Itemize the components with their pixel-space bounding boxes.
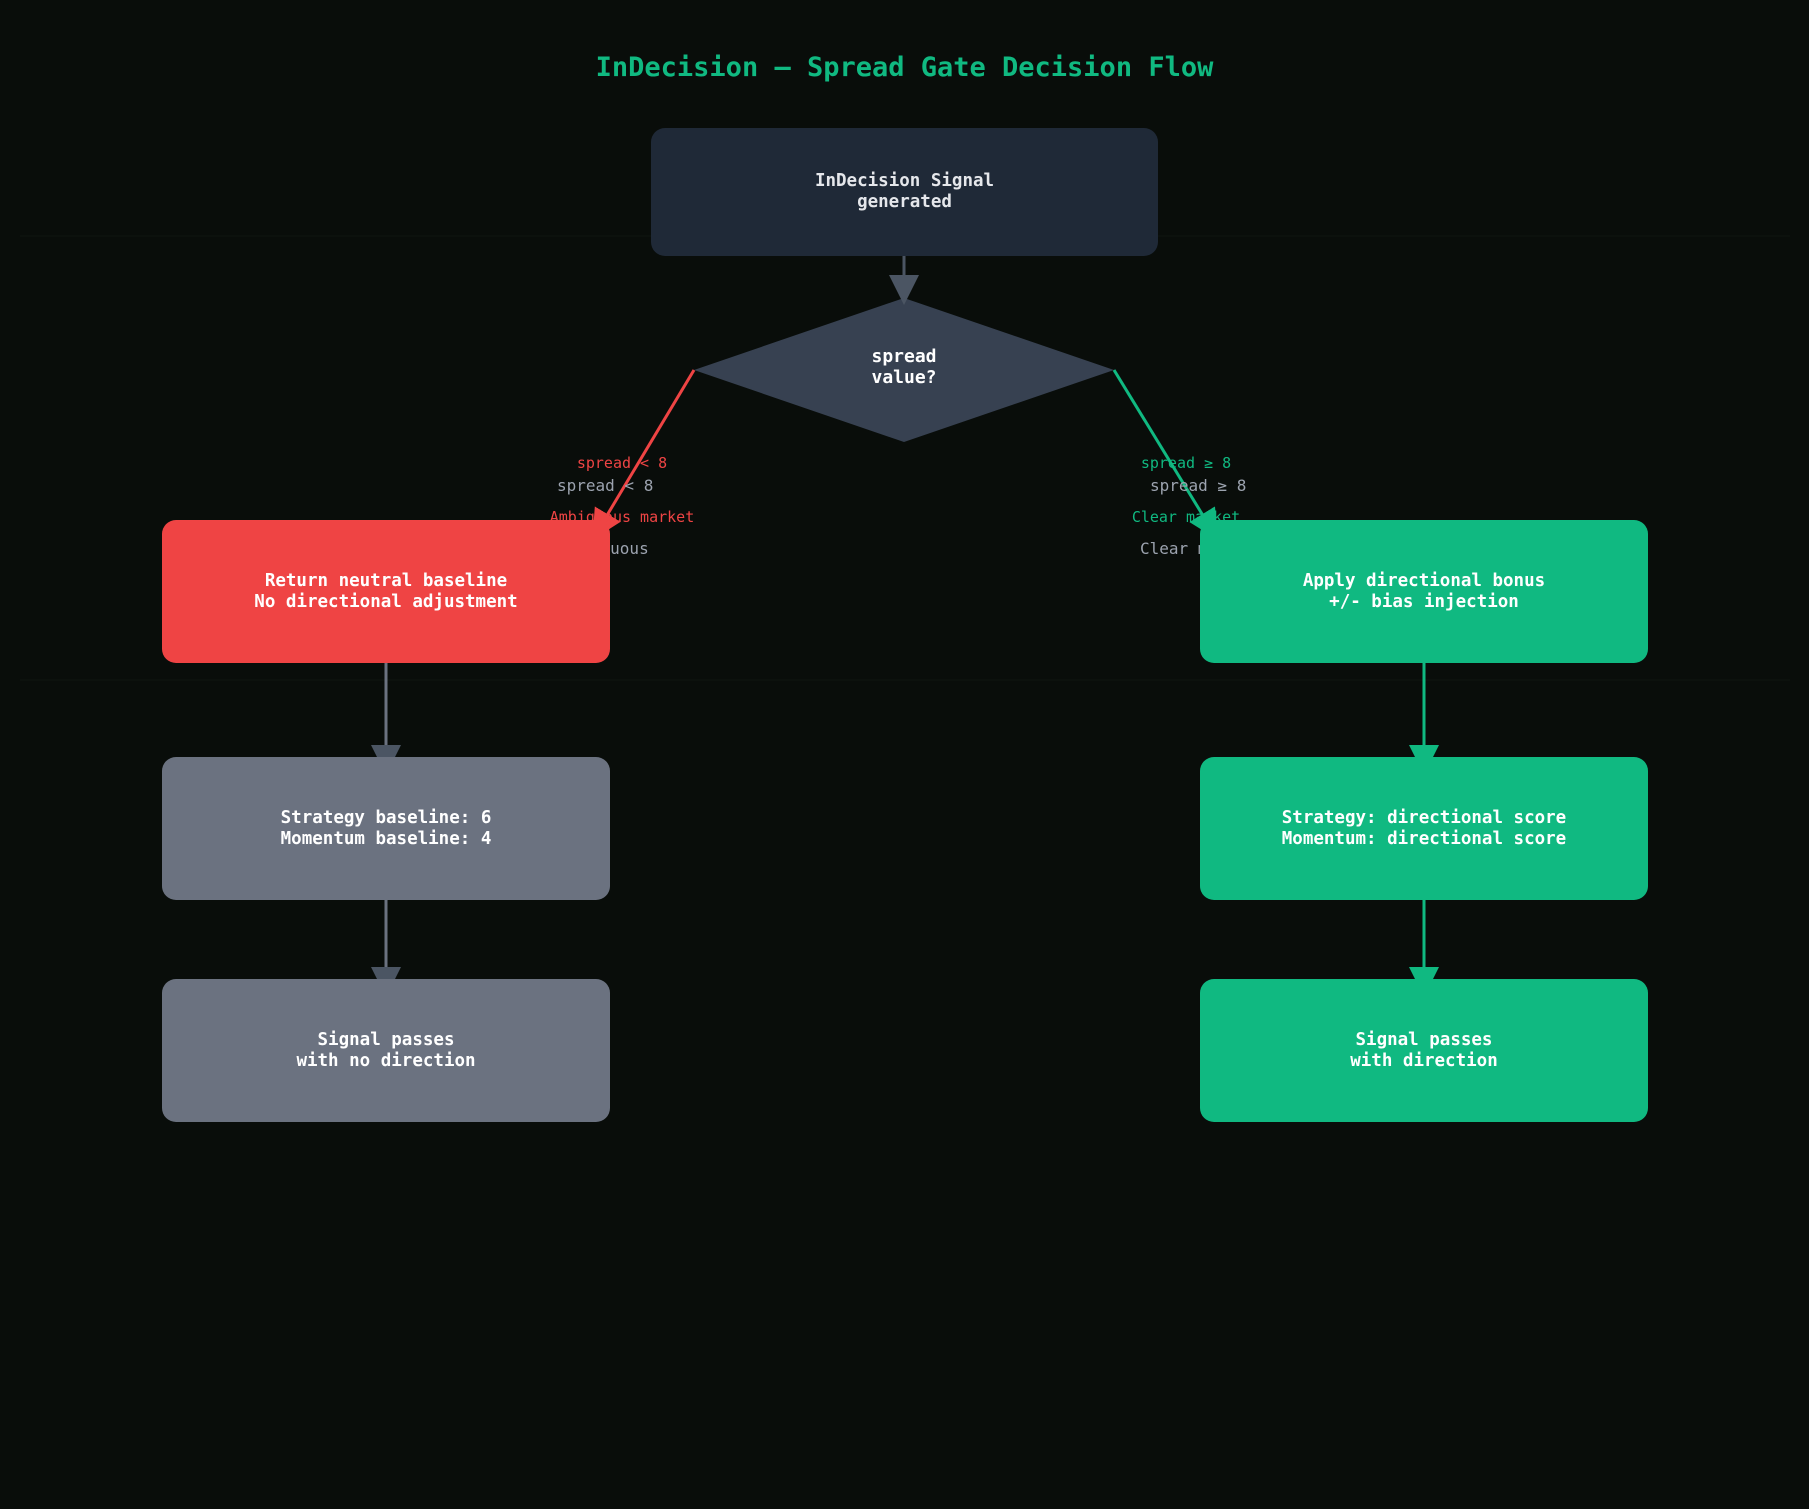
- node-directional-bonus: Apply directional bonus +/- bias injecti…: [1200, 520, 1648, 663]
- node-line: +/- bias injection: [1329, 591, 1519, 612]
- edge-decision-to-right: [1112, 369, 1218, 540]
- node-line: Apply directional bonus: [1302, 570, 1546, 591]
- decision-label-line: value?: [871, 367, 937, 388]
- node-no-direction-result: Signal passes with no direction: [162, 979, 610, 1122]
- node-line: with no direction: [296, 1050, 476, 1071]
- node-line: Signal passes: [317, 1029, 455, 1050]
- decision-label: spread value?: [804, 346, 1004, 388]
- edge-label-line: spread < 8: [557, 476, 654, 495]
- node-start: InDecision Signal generated: [651, 128, 1158, 256]
- node-line: Strategy baseline: 6: [280, 807, 492, 828]
- node-line: Signal passes: [1355, 1029, 1493, 1050]
- node-direction-result: Signal passes with direction: [1200, 979, 1648, 1122]
- edge-decision-to-left: [592, 369, 696, 540]
- edge-label-left: spread < 8 Ambiguous market: [522, 418, 722, 562]
- node-line: No directional adjustment: [254, 591, 518, 612]
- edge-label-line: spread ≥ 8: [1140, 454, 1232, 472]
- node-start-line: generated: [857, 192, 952, 212]
- node-neutral-baseline: Return neutral baseline No directional a…: [162, 520, 610, 663]
- decision-label-line: spread: [871, 346, 937, 367]
- edge-label-line: spread ≥ 8: [1150, 476, 1247, 495]
- node-line: Strategy: directional score: [1281, 807, 1567, 828]
- page-title: InDecision — Spread Gate Decision Flow: [595, 52, 1214, 83]
- node-start-line: InDecision Signal: [814, 171, 995, 191]
- node-line: with direction: [1350, 1050, 1498, 1071]
- node-line: Momentum baseline: 4: [280, 828, 492, 849]
- edge-label-line: spread < 8: [576, 454, 668, 472]
- node-baseline-scores: Strategy baseline: 6 Momentum baseline: …: [162, 757, 610, 900]
- node-line: Return neutral baseline: [264, 570, 508, 591]
- node-line: Momentum: directional score: [1281, 828, 1567, 849]
- decision-diamond: [694, 298, 1114, 442]
- edge-label-right: spread ≥ 8 Clear market: [1086, 418, 1286, 562]
- edge-label-line: Clear market: [1131, 508, 1241, 526]
- node-directional-scores: Strategy: directional score Momentum: di…: [1200, 757, 1648, 900]
